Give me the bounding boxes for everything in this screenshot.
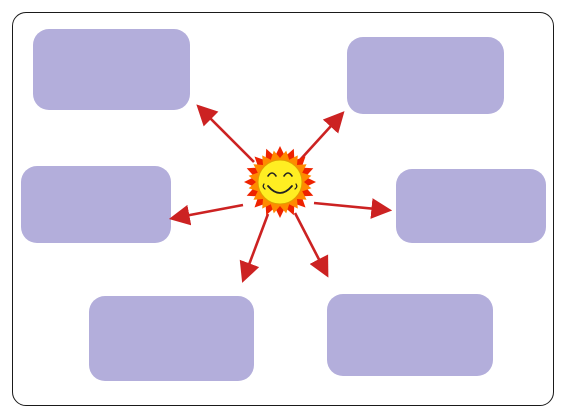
sun-cheek-right: [294, 183, 298, 190]
sun-smile: [267, 185, 293, 194]
sun-right-eye: [283, 172, 293, 177]
sun-face: [257, 159, 303, 205]
arrow-to-middle-right: [313, 198, 393, 219]
arrow-to-top-right: [299, 111, 345, 161]
box-bottom-left: [89, 296, 254, 381]
sun-cheek-left: [262, 183, 266, 190]
box-top-right: [347, 37, 504, 114]
arrow-to-top-left: [196, 104, 255, 163]
arrow-to-bottom-right: [293, 212, 329, 278]
box-middle-left: [21, 166, 171, 243]
sun-left-eye: [267, 172, 277, 177]
box-middle-right: [396, 169, 546, 243]
box-bottom-right: [327, 294, 493, 376]
smiling-sun-icon: [244, 146, 316, 218]
arrow-to-bottom-left: [239, 213, 270, 283]
box-top-left: [33, 29, 190, 110]
arrow-to-middle-left: [168, 203, 244, 226]
